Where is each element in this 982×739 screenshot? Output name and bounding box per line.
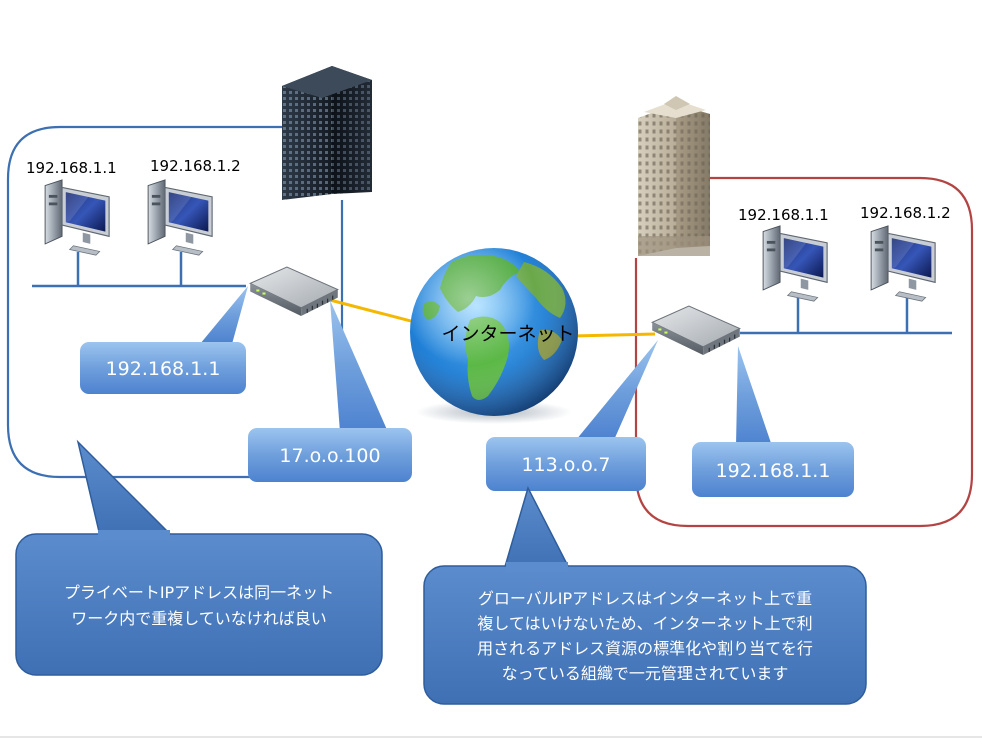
left-pc1-computer-icon (44, 179, 110, 256)
right-router-icon (651, 305, 741, 356)
left-router-icon (249, 266, 339, 317)
global-ip-explanation-line2: 複してはいけないため、インターネット上で利 (477, 614, 812, 633)
right-internet-link (571, 332, 656, 338)
global-ip-explanation-line1: グローバルIPアドレスはインターネット上で重 (478, 589, 812, 608)
beige-office-building-icon (638, 96, 710, 256)
right-pc1-ip: 192.168.1.1 (738, 206, 829, 224)
left-router-global-ip-callout: 17.o.o.100 (248, 300, 412, 482)
internet-label: インターネット (441, 323, 574, 345)
left-router-private-ip-callout: 192.168.1.1 (80, 286, 248, 394)
left-pc2-computer-icon (147, 179, 213, 256)
dark-office-building-icon (282, 66, 372, 200)
left-router-global-ip: 17.o.o.100 (279, 445, 380, 467)
private-ip-explanation-callout: プライベートIPアドレスは同一ネット ワーク内で重複していなければ良い (15, 439, 383, 676)
right-router-private-ip: 192.168.1.1 (716, 460, 831, 482)
right-pc2-ip: 192.168.1.2 (860, 204, 951, 222)
right-pc2-computer-icon (870, 225, 936, 302)
global-ip-explanation-line4: なっている組織で一元管理されています (502, 664, 789, 683)
global-ip-explanation-callout: グローバルIPアドレスはインターネット上で重 複してはいけないため、インターネッ… (423, 485, 867, 705)
right-router-global-ip: 113.o.o.7 (521, 454, 610, 476)
left-pc2-ip: 192.168.1.2 (150, 157, 241, 175)
right-network-frame (634, 176, 974, 528)
left-router-private-ip: 192.168.1.1 (106, 358, 221, 380)
right-router-global-ip-callout: 113.o.o.7 (486, 340, 658, 491)
left-network-frame (6, 125, 344, 479)
private-ip-explanation-line2: ワーク内で重複していなければ良い (71, 609, 327, 628)
left-pc1-ip: 192.168.1.1 (26, 159, 117, 177)
private-ip-explanation-line1: プライベートIPアドレスは同一ネット (64, 583, 334, 602)
internet-globe-icon (410, 248, 578, 424)
right-pc1-computer-icon (762, 225, 828, 302)
global-ip-explanation-line3: 用されるアドレス資源の標準化や割り当てを行 (477, 639, 813, 658)
right-router-private-ip-callout: 192.168.1.1 (692, 346, 854, 497)
